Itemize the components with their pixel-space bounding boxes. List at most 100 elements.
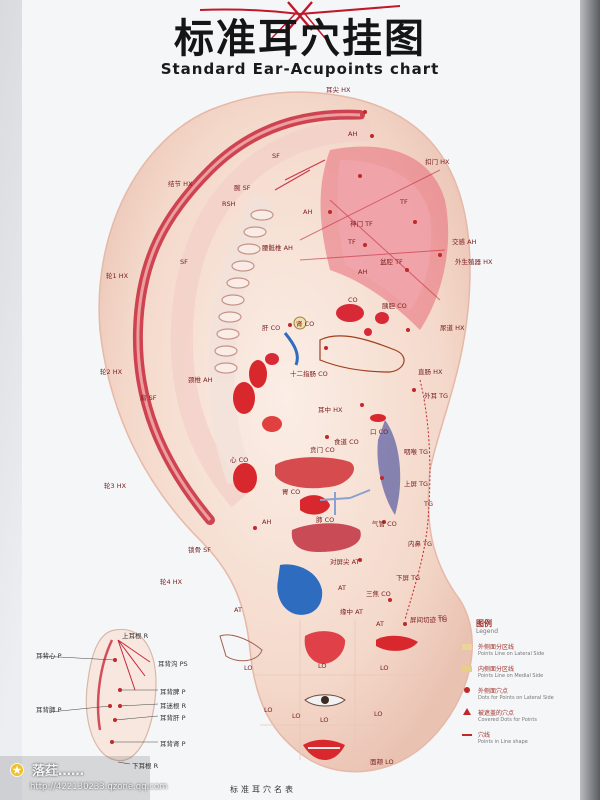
point-label: 对屏尖 AT: [330, 558, 360, 566]
point-label: TG: [424, 500, 434, 508]
point-label: 耳尖 HX: [326, 86, 351, 94]
point-label: 外生殖器 HX: [455, 258, 493, 266]
point-label: TG: [438, 614, 448, 622]
watermark-url: http://422130233.qzone.qq.com: [30, 782, 168, 792]
point-label: LO: [374, 710, 383, 718]
bottom-table-title: 标准耳穴名表: [230, 785, 296, 794]
point-label: AT: [338, 584, 346, 592]
point-label: AH: [348, 130, 358, 138]
point-label: AT: [376, 620, 384, 628]
point-label: 十二指肠 CO: [290, 370, 328, 378]
legend-label-cn: 外侧面穴点: [478, 688, 509, 695]
point-label: LO: [244, 664, 253, 672]
point-label: 直肠 HX: [418, 368, 443, 376]
point-label: 外耳 TG: [424, 392, 449, 400]
point-label: 颈椎 AH: [188, 376, 213, 384]
point-label: 轮3 HX: [104, 482, 127, 490]
point-label: 耳背肺 P: [36, 706, 62, 714]
point-label: 胃 CO: [282, 488, 301, 496]
point-label: LO: [264, 706, 273, 714]
legend-row: 外侧面穴点 Dots for Points on Lateral Side: [462, 686, 572, 708]
legend-label-cn: 内侧面分区线: [478, 666, 515, 673]
point-label: 贲门 CO: [310, 446, 335, 454]
legend-swatch: [462, 644, 472, 650]
point-label: 下耳根 R: [132, 762, 159, 770]
point-label: 缘中 AT: [340, 608, 363, 616]
liver-shape: [291, 523, 361, 552]
point-label: 耳迷根 R: [160, 702, 187, 710]
point-label: AH: [358, 268, 368, 276]
tragus-purple-shape: [377, 420, 401, 515]
kidney-shape: [336, 304, 364, 322]
point-label: SF: [272, 152, 280, 160]
dot-icon: [464, 687, 470, 693]
point-label: 轮2 HX: [100, 368, 123, 376]
point-label: 腰骶椎 AH: [262, 244, 293, 252]
point-label: AH: [262, 518, 272, 526]
legend-label-en: Points Line on Medial Side: [478, 673, 544, 679]
legend-swatch: [462, 666, 472, 672]
chart-title-cn: 标准耳穴挂图: [174, 15, 426, 62]
point-label: 面颊 LO: [370, 758, 394, 766]
point-label: 肾 CO: [296, 320, 315, 328]
point-label: 肩 SF: [140, 394, 157, 402]
intestine-shape: [319, 335, 405, 373]
point-label: 轮4 HX: [160, 578, 183, 586]
lobe-tongue: [304, 631, 346, 664]
legend-label-cn: 外侧面分区线: [478, 644, 515, 651]
legend-label-cn: 穴线: [478, 732, 491, 739]
point-label: 耳背沟 PS: [158, 660, 188, 668]
point-label: TF: [400, 198, 408, 206]
point-label: 锁骨 SF: [188, 546, 211, 554]
legend-label-en: Points in Line shape: [478, 739, 528, 745]
legend-subtitle: Legend: [476, 628, 499, 635]
point-label: LO: [320, 716, 329, 724]
point-label: 肝 CO: [262, 324, 281, 332]
triangle-icon: [463, 708, 471, 715]
legend-label-cn: 被遮盖的穴点: [478, 710, 515, 717]
point-label: 结节 HX: [168, 180, 193, 188]
point-label: LO: [380, 664, 389, 672]
point-label: RSH: [222, 200, 236, 208]
point-label: 口 CO: [370, 428, 389, 436]
legend-title: 图例: [476, 619, 492, 628]
organ-red-b: [233, 382, 255, 414]
watermark-name: 落荭……: [32, 764, 85, 779]
legend-row: 外侧面分区线 Points Line on Lateral Side: [462, 642, 572, 664]
point-label: 耳背肾 P: [160, 740, 186, 748]
organ-red-a: [249, 360, 267, 388]
watermark-band: [0, 756, 150, 800]
point-label: 腕 SF: [234, 184, 251, 192]
point-label: 胰胆 CO: [382, 302, 407, 310]
point-label: 心 CO: [230, 456, 249, 464]
legend-label-en: Points Line on Lateral Side: [478, 651, 545, 657]
point-label: AH: [303, 208, 313, 216]
point-label: 耳背心 P: [36, 652, 62, 660]
point-label: LO: [292, 712, 301, 720]
ribbon-knot-icon: [200, 1, 400, 45]
point-label: 食道 CO: [334, 438, 359, 446]
qzone-star-icon: [10, 763, 24, 777]
point-label: 屏间切迹 TG: [410, 616, 448, 624]
lobe-mouth: [376, 635, 418, 651]
point-label: 交感 AH: [452, 238, 477, 246]
legend-row: 穴线 Points in Line shape: [462, 730, 572, 752]
point-label: SF: [180, 258, 188, 266]
point-label: 扣门 HX: [425, 158, 450, 166]
chart-title-en: Standard Ear-Acupoints chart: [160, 60, 440, 78]
spine-vertebrae: [208, 159, 326, 485]
point-label: 三焦 CO: [366, 590, 391, 598]
point-label: 耳背肝 P: [160, 714, 186, 722]
legend-label-en: Dots for Points on Lateral Side: [478, 695, 554, 701]
point-label: AT: [234, 606, 242, 614]
point-label: 上屏 TG: [404, 480, 429, 488]
stomach-shape: [275, 457, 355, 489]
point-label: 下屏 TG: [396, 574, 421, 582]
point-label: 盆腔 TF: [380, 258, 403, 266]
point-label: 神门 TF: [350, 220, 373, 228]
point-label: 肺 CO: [316, 516, 335, 524]
point-label: 尿道 HX: [440, 324, 465, 332]
legend-row: 被遮盖的穴点 Covered Dots for Points: [462, 708, 572, 730]
